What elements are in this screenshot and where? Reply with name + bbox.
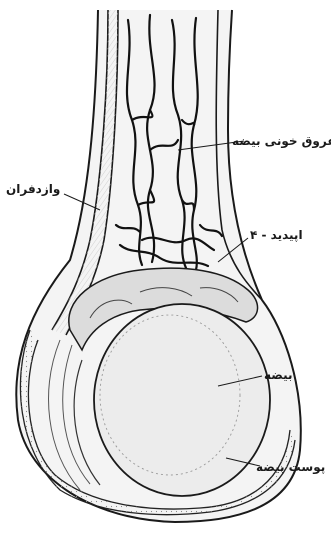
label-epididymis: اپیدید - ۴: [250, 228, 303, 242]
label-scrotal-skin: پوست بیضه: [256, 460, 325, 474]
label-vas-deferens: وازدفران: [6, 182, 60, 196]
label-blood-vessels: عروق خونی بیضه: [232, 134, 331, 148]
label-testis: بیضه: [264, 368, 293, 382]
testis-body: [94, 304, 270, 496]
